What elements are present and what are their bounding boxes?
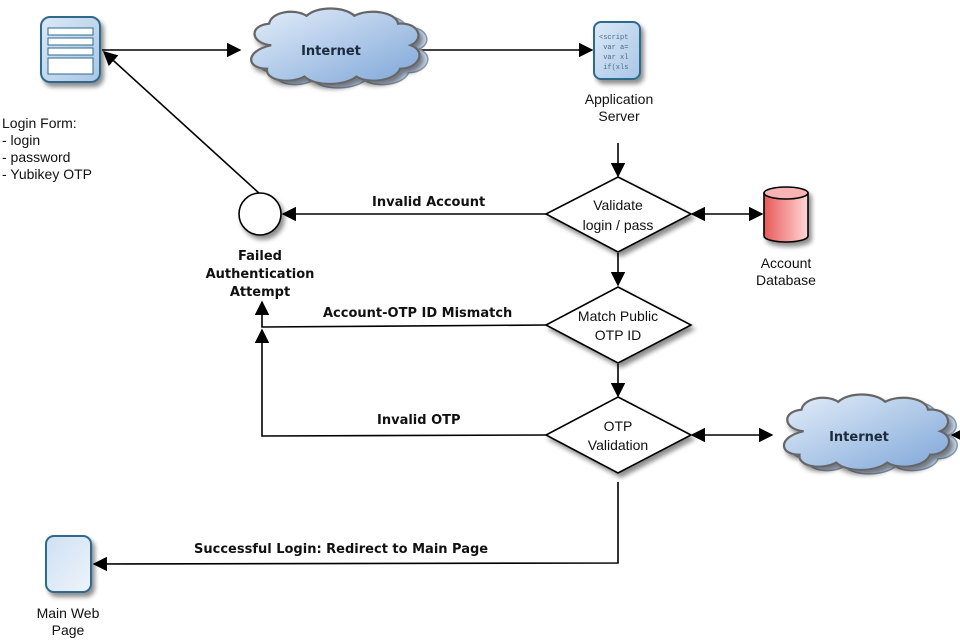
app-server-icon[interactable] (593, 21, 641, 80)
login-form-label-line: Login Form: (2, 115, 77, 131)
app-server-label-line: Server (598, 108, 640, 124)
failed-attempt-label-line: Attempt (229, 285, 291, 300)
failed-attempt-terminal[interactable] (238, 192, 282, 236)
main-web-page-label-line: Main Web (36, 605, 100, 621)
edge-label-invalid-otp: Invalid OTP (377, 413, 461, 428)
login-form-icon[interactable] (40, 16, 101, 83)
code-line-2: var a= (599, 44, 628, 52)
connectors (92, 42, 960, 572)
account-database-label-line: Database (756, 272, 816, 288)
match-otp-decision[interactable] (544, 286, 693, 364)
login-form-label: Login Form: - login - password - Yubikey… (2, 115, 92, 183)
edge-label-otp-mismatch: Account-OTP ID Mismatch (323, 306, 513, 321)
code-line-3: var xl (599, 54, 628, 62)
match-otp-label-1: Match Public (578, 308, 658, 324)
code-line-4: if(xls (599, 64, 628, 72)
validate-label-2: login / pass (583, 217, 654, 233)
edge-success (92, 482, 619, 572)
internet-top-label: Internet (301, 44, 361, 59)
otp-validation-decision[interactable] (544, 396, 693, 474)
main-web-page-icon[interactable] (45, 535, 92, 593)
internet-right-label: Internet (829, 430, 889, 445)
login-form-label-line: - login (2, 132, 41, 148)
account-database-label-line: Account (760, 255, 812, 271)
main-web-page-label: Main Web Page (18, 605, 118, 639)
failed-attempt-label-line: Failed (238, 249, 282, 264)
validate-label-1: Validate (593, 197, 643, 213)
edge-label-invalid-account: Invalid Account (372, 195, 486, 210)
app-server-label: Application Server (560, 91, 678, 125)
main-web-page-label-line: Page (51, 622, 85, 638)
edge-invalid-otp (254, 328, 547, 437)
failed-attempt-label-line: Authentication (205, 267, 315, 282)
otp-validation-label-2: Validation (588, 437, 648, 453)
edge-failed-to-form (102, 51, 261, 195)
account-database-label: Account Database (736, 255, 836, 289)
code-line-1: <script (599, 34, 628, 42)
validate-decision[interactable] (544, 176, 693, 253)
edge-label-success: Successful Login: Redirect to Main Page (194, 542, 489, 557)
login-form-label-line: - Yubikey OTP (2, 166, 93, 182)
account-database-icon[interactable] (763, 186, 809, 243)
otp-validation-label-1: OTP (604, 418, 633, 434)
login-form-label-line: - password (2, 149, 71, 165)
app-server-label-line: Application (584, 91, 654, 107)
failed-attempt-label: Failed Authentication Attempt (190, 248, 330, 302)
edge-otp-mismatch (254, 300, 547, 328)
match-otp-label-2: OTP ID (595, 327, 641, 343)
